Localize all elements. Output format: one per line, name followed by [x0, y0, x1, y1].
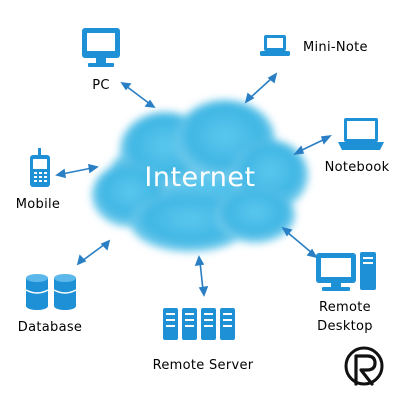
arrow-pc — [120, 81, 156, 109]
node-notebook: Notebook — [325, 118, 390, 175]
database-icon — [25, 274, 77, 310]
r-logo-icon — [344, 346, 384, 386]
mobile-phone-icon — [30, 148, 50, 187]
node-pc: PC — [82, 28, 120, 93]
node-remote-server: Remote Server — [153, 308, 254, 373]
remote-desktop-label-line1: Remote — [319, 300, 371, 315]
database-label: Database — [18, 320, 82, 335]
internet-label: Internet — [144, 162, 255, 193]
node-database: Database — [18, 274, 82, 335]
notebook-label: Notebook — [325, 160, 390, 175]
node-mobile: Mobile — [16, 148, 60, 212]
arrow-notebook — [293, 134, 332, 156]
arrow-mobile — [55, 163, 99, 179]
desktop-computer-icon — [316, 252, 376, 291]
laptop-icon — [338, 118, 384, 150]
arrow-mini-note — [244, 72, 278, 104]
node-mini-note: Mini-Note — [260, 35, 368, 56]
mini-laptop-icon — [260, 35, 290, 56]
mobile-label: Mobile — [16, 197, 60, 212]
connection-arrows — [55, 72, 332, 297]
remote-desktop-label-line2: Desktop — [317, 319, 373, 334]
remote-server-label: Remote Server — [153, 358, 254, 373]
internet-cloud: Internet — [92, 100, 308, 252]
arrow-remote-server — [194, 255, 209, 297]
mini-note-label: Mini-Note — [303, 40, 368, 55]
arrow-database — [76, 239, 111, 266]
pc-label: PC — [92, 78, 110, 93]
monitor-icon — [82, 28, 120, 67]
arrow-remote-desktop — [281, 226, 318, 259]
server-rack-icon — [163, 308, 235, 340]
